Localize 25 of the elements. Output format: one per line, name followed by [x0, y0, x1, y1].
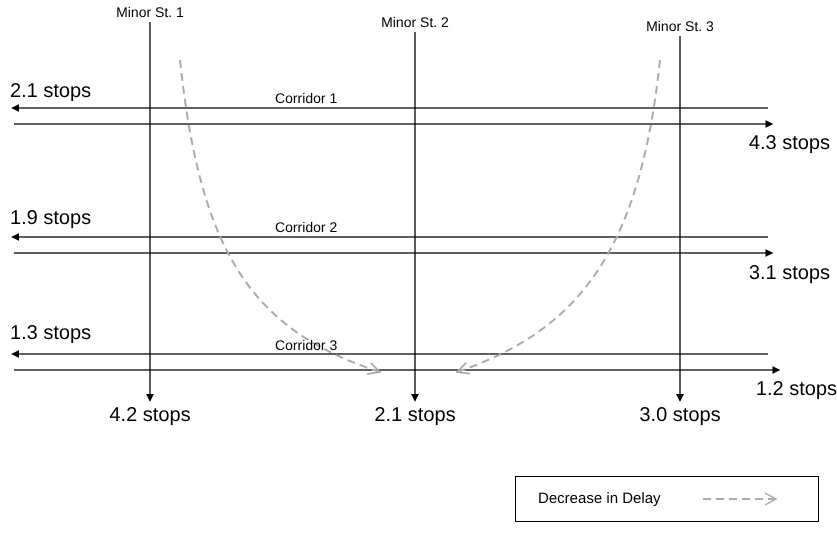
- street-arrow: [146, 22, 154, 402]
- stop-count: 3.0 stops: [625, 404, 735, 426]
- stop-count: 3.1 stops: [715, 262, 830, 284]
- street-name: Minor St. 1: [110, 4, 190, 20]
- stop-count: 4.2 stops: [95, 404, 205, 426]
- legend-text: Decrease in Delay: [538, 490, 661, 508]
- street-arrow: [11, 233, 768, 241]
- street-arrow: [11, 350, 768, 358]
- street-arrow: [14, 120, 774, 128]
- stop-count: 1.2 stops: [722, 378, 837, 400]
- stop-count: 1.9 stops: [10, 207, 120, 229]
- edge-label: Corridor 2: [275, 219, 338, 235]
- stop-count: 4.3 stops: [715, 132, 830, 154]
- edge-label: Corridor 1: [275, 90, 338, 106]
- stop-count: 2.1 stops: [10, 80, 120, 102]
- street-arrow: [14, 366, 780, 374]
- street-name: Minor St. 2: [375, 14, 455, 30]
- street-arrow: [411, 32, 419, 402]
- stop-count: 1.3 stops: [10, 322, 120, 344]
- edge-label: Corridor 3: [275, 337, 338, 353]
- street-name: Minor St. 3: [640, 18, 720, 34]
- street-arrow: [14, 249, 774, 257]
- street-arrow: [676, 36, 684, 402]
- stop-count: 2.1 stops: [360, 404, 470, 426]
- street-arrow: [11, 104, 768, 112]
